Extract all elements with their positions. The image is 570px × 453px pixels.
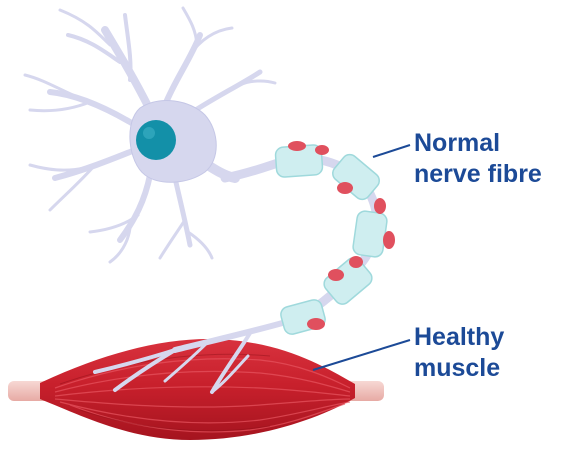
neuron: [25, 8, 275, 262]
label-healthy-muscle: Healthy muscle: [414, 322, 504, 384]
label-muscle-line1: Healthy: [414, 322, 504, 353]
nerve-leader-line: [373, 145, 410, 157]
label-muscle-line2: muscle: [414, 353, 504, 384]
nucleus-highlight: [143, 127, 155, 139]
nucleus: [136, 120, 176, 160]
muscle-leader-line: [313, 340, 410, 370]
label-nerve-line1: Normal: [414, 128, 542, 159]
myelin-sheath: [275, 144, 388, 336]
muscle-belly: [40, 339, 355, 440]
label-normal-nerve-fibre: Normal nerve fibre: [414, 128, 542, 190]
label-nerve-line2: nerve fibre: [414, 159, 542, 190]
